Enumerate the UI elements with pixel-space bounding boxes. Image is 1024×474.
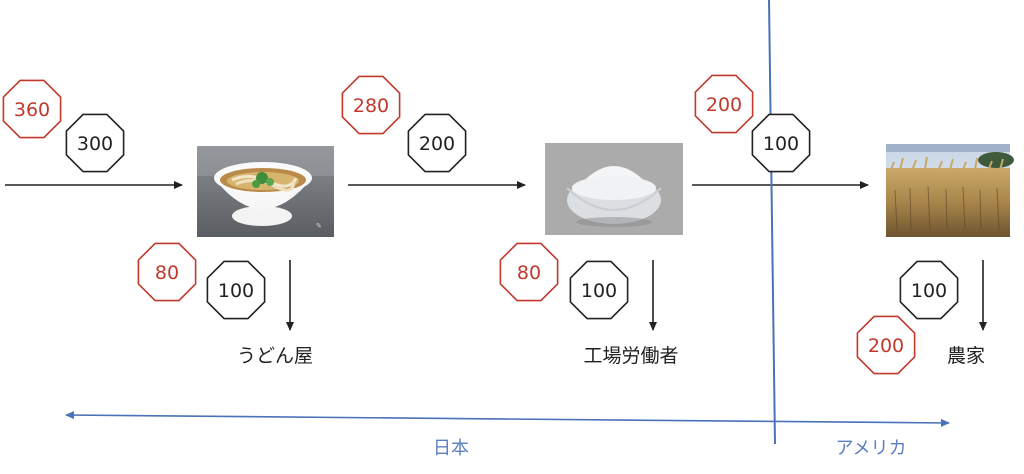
price-badge-factory-red: 80: [499, 242, 559, 302]
price-badge-value: 200: [706, 94, 742, 116]
octagon-shape: [341, 75, 401, 135]
actor-label-factory-worker: 工場労働者: [583, 345, 678, 367]
price-badge-value: 100: [581, 280, 617, 302]
octagon-shape: [2, 79, 62, 139]
octagon-shape: [751, 113, 811, 173]
price-badge-value: 100: [763, 133, 799, 155]
price-badge-udon-shop-red: 80: [137, 242, 197, 302]
octagon-shape: [499, 242, 559, 302]
actor-label-udon-shop: うどん屋: [237, 345, 313, 367]
wheat-field-photo: [886, 144, 1014, 237]
price-badge-farmer-black: 100: [899, 260, 959, 320]
price-badge-flour-to-udon-red: 280: [341, 75, 401, 135]
price-badge-wheat-to-flour-black: 100: [751, 113, 811, 173]
price-badge-udon-shop-black: 100: [206, 260, 266, 320]
octagon-shape: [694, 74, 754, 134]
flour-bowl-photo: [545, 143, 683, 235]
price-badge-farmer-red: 200: [856, 315, 916, 375]
actor-label-farmer: 農家: [947, 345, 985, 367]
price-badge-value: 360: [14, 99, 50, 121]
udon-bowl-photo: ✎: [197, 146, 334, 237]
price-badge-udon-in-black: 300: [65, 113, 125, 173]
svg-text:✎: ✎: [316, 222, 322, 230]
octagon-shape: [137, 242, 197, 302]
price-badge-value: 100: [911, 280, 947, 302]
price-badge-value: 200: [868, 335, 904, 357]
octagon-shape: [407, 113, 467, 173]
price-badge-value: 80: [517, 262, 541, 284]
region-label-japan: 日本: [433, 438, 469, 459]
region-axis-arrow: [65, 411, 950, 427]
price-badge-flour-to-udon-black: 200: [407, 113, 467, 173]
octagon-shape: [856, 315, 916, 375]
region-divider: [768, 0, 776, 445]
octagon-shape: [899, 260, 959, 320]
price-badge-value: 300: [77, 133, 113, 155]
octagon-shape: [206, 260, 266, 320]
price-badge-udon-in-red: 360: [2, 79, 62, 139]
price-badge-value: 100: [218, 280, 254, 302]
price-badge-value: 200: [419, 133, 455, 155]
octagon-shape: [569, 260, 629, 320]
price-badges: 360 300 280 200 200 100 80 100 80 100 100 200: [2, 74, 959, 375]
price-badge-wheat-to-flour-red: 200: [694, 74, 754, 134]
price-badge-value: 80: [155, 262, 179, 284]
price-badge-factory-black: 100: [569, 260, 629, 320]
octagon-shape: [65, 113, 125, 173]
price-badge-value: 280: [353, 95, 389, 117]
region-label-america: アメリカ: [835, 438, 906, 459]
